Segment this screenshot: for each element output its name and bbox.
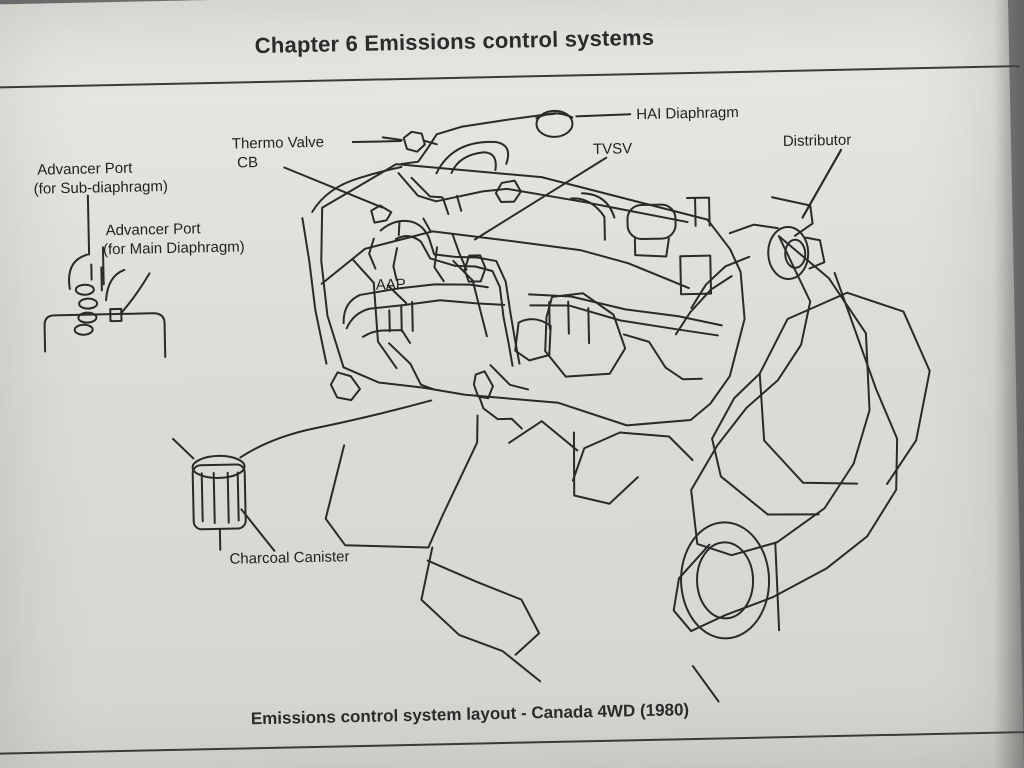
advancer-hose-sub xyxy=(68,253,89,291)
label-charcoal-canister: Charcoal Canister xyxy=(229,548,349,568)
label-advancer-port-main-line2: (for Main Diaphragm) xyxy=(103,238,245,258)
label-aap: AAP xyxy=(376,276,406,294)
label-tvsv: TVSV xyxy=(593,140,633,158)
label-cb: CB xyxy=(237,154,258,171)
advancer-hose-main xyxy=(105,268,126,302)
thermo-valve-unit xyxy=(402,130,426,153)
vacuum-hose-a xyxy=(379,219,521,365)
hai-diaphragm-unit xyxy=(535,109,574,138)
advancer-port-body xyxy=(43,312,167,359)
vacuum-fitting-left xyxy=(329,371,361,402)
label-hai-diaphragm: HAI Diaphragm xyxy=(636,104,739,123)
label-advancer-port-main-line1: Advancer Port xyxy=(105,220,201,239)
crank-pulley xyxy=(680,521,771,640)
label-advancer-port-sub-line2: (for Sub-diaphragm) xyxy=(34,178,169,198)
distributor-body xyxy=(767,225,810,280)
label-advancer-port-sub-line1: Advancer Port xyxy=(37,160,133,179)
label-thermo-valve: Thermo Valve xyxy=(232,134,325,153)
label-distributor: Distributor xyxy=(783,132,852,150)
engine-outline xyxy=(320,163,746,427)
